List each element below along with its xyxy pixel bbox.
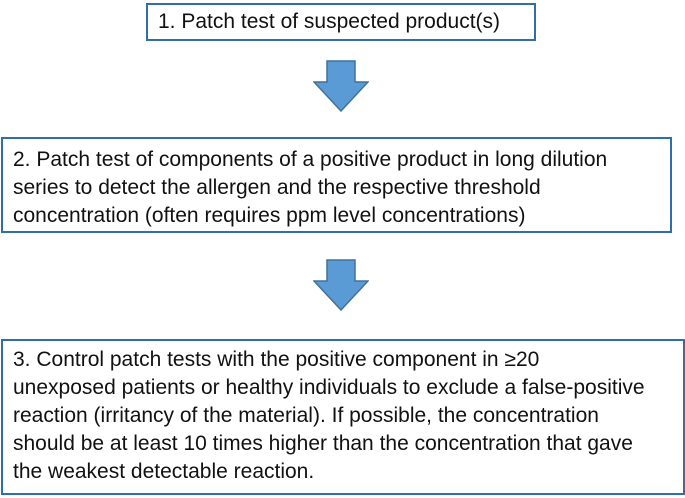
- down-arrow-icon: [313, 60, 369, 112]
- down-arrow-icon: [313, 259, 369, 311]
- step-1-box: 1. Patch test of suspected product(s): [146, 3, 536, 41]
- step-3-box: 3. Control patch tests with the positive…: [1, 339, 685, 495]
- step-2-box: 2. Patch test of components of a positiv…: [1, 137, 672, 233]
